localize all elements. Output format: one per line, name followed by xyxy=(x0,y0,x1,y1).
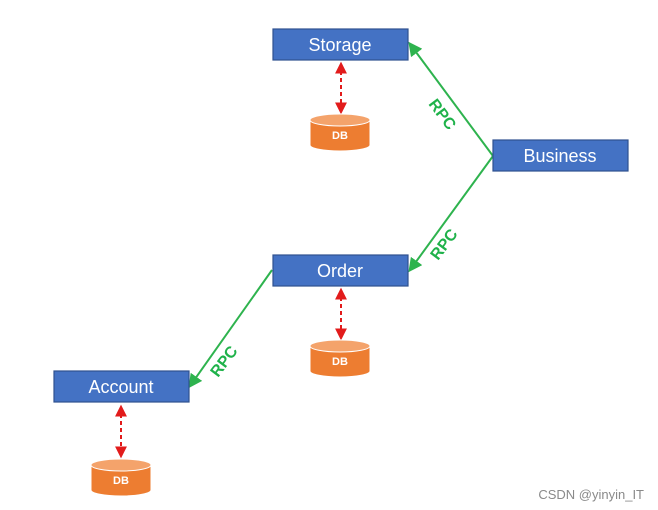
node-order-label: Order xyxy=(317,261,363,281)
rpc-edge-business-storage: RPC xyxy=(408,41,494,157)
database-storage-icon: DB xyxy=(309,113,371,152)
rpc-label-business-order: RPC xyxy=(428,226,462,264)
database-storage-label: DB xyxy=(332,130,348,142)
node-account[interactable]: Account xyxy=(53,370,190,403)
database-account-label: DB xyxy=(113,475,129,487)
node-storage-label: Storage xyxy=(308,35,371,55)
node-business[interactable]: Business xyxy=(492,139,629,172)
rpc-edge-business-order: RPC xyxy=(408,155,494,273)
node-order[interactable]: Order xyxy=(272,254,409,287)
database-account-icon: DB xyxy=(90,458,152,497)
node-account-label: Account xyxy=(88,377,153,397)
database-order-icon: DB xyxy=(309,339,371,378)
database-order-label: DB xyxy=(332,356,348,368)
node-business-label: Business xyxy=(523,146,596,166)
rpc-label-order-account: RPC xyxy=(208,343,242,381)
watermark: CSDN @yinyin_IT xyxy=(538,487,644,502)
rpc-edge-order-account: RPC xyxy=(188,269,273,389)
node-storage[interactable]: Storage xyxy=(272,28,409,61)
